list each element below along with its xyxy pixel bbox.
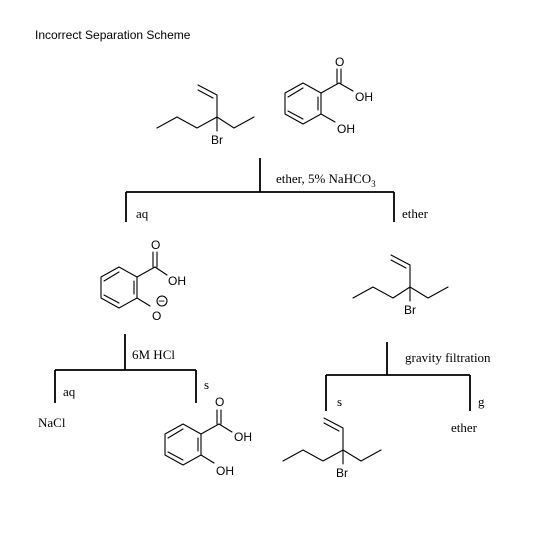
charge-sign: − — [158, 294, 165, 308]
molecule-salicylic-acid-recovered: O OH OH — [164, 395, 252, 478]
separation-step-2: 6M HCl aq s NaCl — [38, 334, 209, 430]
separation-step-1: ether, 5% NaHCO3 aq ether — [125, 158, 429, 222]
molecule-bromide-solid: Br — [282, 417, 382, 480]
reagent-label-step-3: gravity filtration — [405, 350, 491, 365]
aq-layer-label: aq — [63, 384, 76, 399]
carbonyl-oxygen-label: O — [215, 395, 224, 409]
aq-layer-label: aq — [136, 206, 149, 221]
molecule-bromide-start: Br — [156, 84, 255, 147]
phenol-oh-label: OH — [337, 122, 355, 136]
bromine-label: Br — [404, 303, 416, 317]
carbonyl-oxygen-label: O — [335, 55, 344, 69]
reagent-label-step-1: ether, 5% NaHCO3 — [276, 171, 376, 189]
bromine-label: Br — [211, 133, 223, 147]
molecule-bromide-ether-layer: Br — [352, 254, 449, 317]
bromine-label: Br — [336, 466, 348, 480]
carbonyl-oxygen-label: O — [151, 238, 160, 252]
phenol-oh-label: OH — [216, 464, 234, 478]
ether-product-label: ether — [451, 420, 478, 435]
acid-oh-label: OH — [168, 274, 186, 288]
reagent-label-step-2: 6M HCl — [132, 347, 175, 362]
acid-oh-label: OH — [234, 430, 252, 444]
filtrate-label: g — [478, 394, 485, 409]
nacl-product-label: NaCl — [38, 415, 66, 430]
separation-step-3: gravity filtration s g ether — [325, 342, 491, 435]
acid-oh-label: OH — [355, 90, 373, 104]
scheme-title: Incorrect Separation Scheme — [35, 28, 191, 42]
molecule-salicylate-anion: O OH O − — [100, 238, 186, 323]
molecule-salicylic-acid-start: O OH OH — [284, 55, 373, 136]
negative-charge-icon — [156, 295, 168, 307]
ether-layer-label: ether — [402, 206, 429, 221]
phenoxide-oxygen-label: O — [152, 309, 161, 323]
solid-label: s — [337, 394, 342, 409]
solid-label: s — [204, 377, 209, 392]
